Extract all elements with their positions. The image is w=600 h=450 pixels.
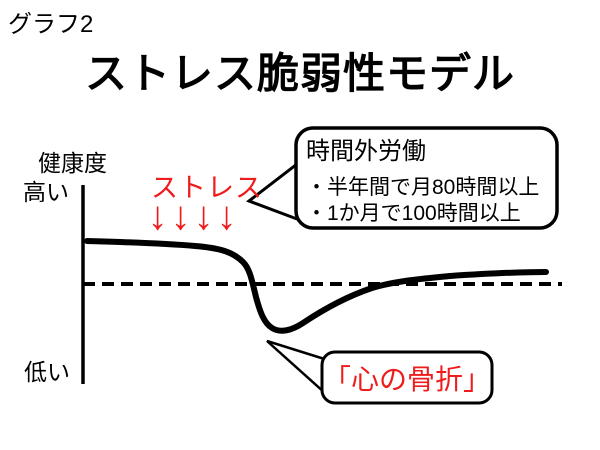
y-axis-high-label: 高い — [23, 179, 69, 205]
stress-arrows: ↓ ↓ ↓ ↓ — [146, 195, 238, 237]
stress-label: ストレス — [151, 173, 263, 203]
y-axis-caption: 健康度 — [38, 150, 107, 176]
fracture-callout-box — [320, 350, 494, 405]
graph-label: グラフ2 — [8, 11, 94, 38]
overtime-callout-line: ・1か月で100時間以上 — [306, 202, 521, 225]
fracture-callout-label: 「心の骨折」 — [322, 363, 491, 395]
down-arrow-icon: ↓ — [170, 194, 191, 238]
page-title: ストレス脆弱性モデル — [84, 50, 515, 97]
overtime-callout: 時間外労働 ・半年間で月80時間以上 ・1か月で100時間以上 — [306, 131, 539, 227]
health-curve — [84, 238, 549, 334]
down-arrow-icon: ↓ — [216, 194, 237, 238]
down-arrow-icon: ↓ — [193, 194, 214, 238]
y-axis-low-label: 低い — [24, 359, 70, 385]
down-arrow-icon: ↓ — [147, 194, 168, 238]
overtime-callout-box — [294, 126, 559, 230]
overtime-callout-line: ・半年間で月80時間以上 — [306, 176, 540, 199]
overtime-callout-title: 時間外労働 — [306, 138, 426, 165]
